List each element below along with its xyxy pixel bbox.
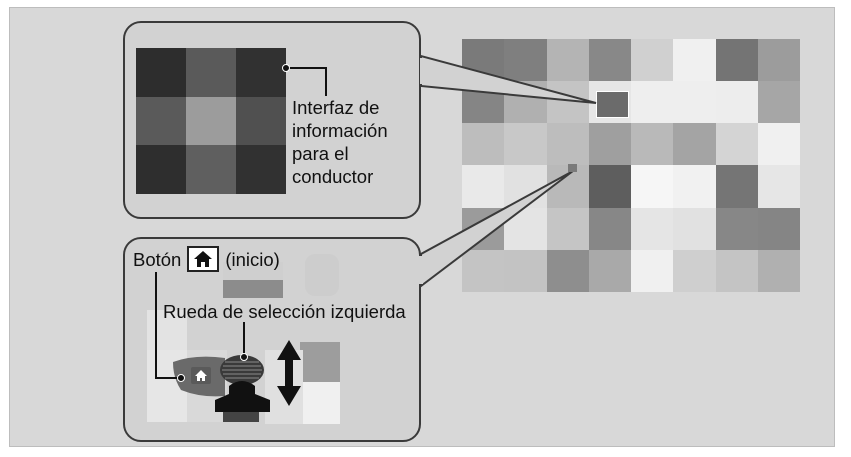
steering-controls-art — [147, 254, 340, 424]
controls-pointer — [420, 170, 574, 289]
mosaic-cell — [673, 207, 716, 250]
up-down-arrow-icon — [277, 340, 301, 406]
interface-label: Interfaz de información para el conducto… — [292, 96, 388, 188]
mosaic-cell — [546, 39, 589, 82]
interface-label-line-4: conductor — [292, 166, 374, 187]
mosaic-cell — [715, 39, 758, 82]
mosaic-cell — [588, 123, 631, 166]
mosaic-cell — [673, 81, 716, 124]
home-leader — [155, 272, 181, 379]
mosaic-cell — [504, 39, 547, 82]
mosaic-cell — [757, 165, 800, 208]
steering-controls-marker — [568, 164, 577, 172]
mosaic-cell — [504, 249, 547, 292]
mosaic-cell — [588, 39, 631, 82]
interface-label-line-1: Interfaz de — [292, 97, 380, 118]
mini-mosaic-cell — [186, 96, 236, 145]
interface-mini-mosaic — [136, 48, 286, 194]
mosaic-cell — [631, 81, 674, 124]
mini-mosaic-cell — [136, 48, 186, 97]
mosaic-cell — [673, 165, 716, 208]
interface-leader — [286, 67, 327, 96]
mosaic-cell — [631, 123, 674, 166]
selector-wheel-label: Rueda de selección izquierda — [163, 301, 406, 322]
selector-wheel-icon — [220, 355, 264, 385]
mosaic-cell — [588, 249, 631, 292]
mosaic-cell — [631, 39, 674, 82]
home-label-before: Botón — [133, 248, 182, 270]
mosaic-cell — [715, 249, 758, 292]
mini-mosaic-cell — [236, 48, 286, 97]
mosaic-cell — [546, 249, 589, 292]
mosaic-cell — [757, 249, 800, 292]
mosaic-cell — [757, 207, 800, 250]
mini-mosaic-cell — [236, 145, 286, 194]
mini-mosaic-cell — [136, 145, 186, 194]
interface-pointer — [420, 54, 597, 104]
interface-label-line-2: información — [292, 120, 388, 141]
mosaic-cell — [715, 81, 758, 124]
mosaic-cell — [673, 39, 716, 82]
interface-label-line-3: para el — [292, 143, 349, 164]
mosaic-cell — [462, 249, 505, 292]
mosaic-cell — [673, 123, 716, 166]
mini-mosaic-cell — [186, 145, 236, 194]
mosaic-cell — [631, 207, 674, 250]
display-highlight — [596, 91, 629, 118]
mosaic-cell — [588, 207, 631, 250]
mosaic-cell — [546, 123, 589, 166]
home-button-label: Botón (inicio) — [133, 246, 280, 272]
mosaic-cell — [631, 165, 674, 208]
home-button-icon — [191, 367, 211, 384]
mosaic-cell — [673, 249, 716, 292]
mosaic-cell — [462, 165, 505, 208]
home-icon — [187, 246, 220, 272]
mosaic-cell — [546, 207, 589, 250]
mosaic-cell — [715, 123, 758, 166]
mosaic-cell — [715, 165, 758, 208]
mosaic-cell — [504, 123, 547, 166]
mosaic-cell — [588, 165, 631, 208]
mini-mosaic-cell — [236, 96, 286, 145]
mosaic-cell — [757, 81, 800, 124]
home-label-after: (inicio) — [225, 248, 280, 270]
mosaic-cell — [462, 123, 505, 166]
mosaic-cell — [757, 123, 800, 166]
mini-mosaic-cell — [136, 96, 186, 145]
mosaic-cell — [631, 249, 674, 292]
mini-mosaic-cell — [186, 48, 236, 97]
mosaic-cell — [757, 39, 800, 82]
thumb-icon — [215, 381, 270, 412]
mosaic-cell — [715, 207, 758, 250]
